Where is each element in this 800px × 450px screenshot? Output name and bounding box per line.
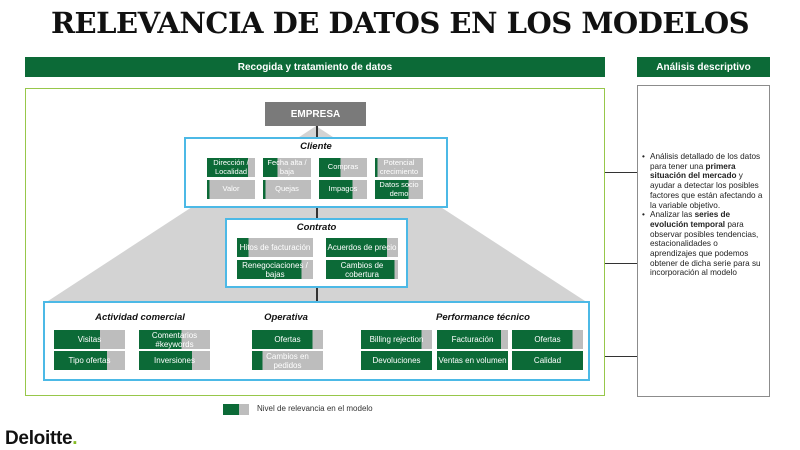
chip-operativa-ofertas: Ofertas xyxy=(252,330,323,349)
connector-empresa-cliente xyxy=(316,126,318,137)
chip-label: Tipo ofertas xyxy=(68,356,111,365)
description-item: Analizar las series de evolución tempora… xyxy=(642,210,765,278)
chip-label: Facturación xyxy=(451,335,494,344)
empresa-label: EMPRESA xyxy=(290,108,341,120)
performance-tecnico-title: Performance técnico xyxy=(436,312,530,323)
description-highlight: series de evolución temporal xyxy=(650,210,731,229)
chip-cambios-cobertura: Cambios de cobertura xyxy=(326,260,398,279)
chip-billing-rejection: Billing rejection xyxy=(361,330,432,349)
chip-label: Ofertas xyxy=(274,335,301,344)
chip-label: Visitas xyxy=(77,335,102,344)
chip-label: Acuerdos de precio xyxy=(327,243,397,252)
relevance-legend-swatch xyxy=(223,404,249,415)
chip-datos-socio-demo: Datos socio demo xyxy=(375,180,423,199)
actividad-comercial-title: Actividad comercial xyxy=(95,312,185,323)
descriptive-analysis-banner: Análisis descriptivo xyxy=(637,57,770,77)
logo-text: Deloitte xyxy=(5,428,73,449)
chip-direccion-localidad: Dirección / Localidad xyxy=(207,158,255,177)
description-text: para observar posibles tendencias, estac… xyxy=(650,219,761,278)
chip-label: Comentarios #keywords xyxy=(151,330,198,349)
relevance-legend-label: Nivel de relevancia en el modelo xyxy=(257,404,373,413)
description-highlight: primera situación del mercado xyxy=(650,161,737,181)
chip-label: Renegociaciones / bajas xyxy=(242,260,308,279)
operativa-title: Operativa xyxy=(264,312,308,323)
chip-visitas: Visitas xyxy=(54,330,125,349)
chip-devoluciones: Devoluciones xyxy=(361,351,432,370)
data-collection-frame xyxy=(25,88,605,396)
chip-label: Fecha alta / baja xyxy=(267,158,307,176)
chip-cambios-pedidos: Cambios en pedidos xyxy=(252,351,323,370)
chip-ventas-volumen: Ventas en volumen xyxy=(437,351,508,370)
description-text: Análisis detallado de los datos para ten… xyxy=(650,152,761,171)
page-title: RELEVANCIA DE DATOS EN LOS MODELOS xyxy=(50,6,750,40)
chip-acuerdos-precio: Acuerdos de precio xyxy=(326,238,398,257)
chip-inversiones: Inversiones xyxy=(139,351,210,370)
chip-comentarios-keywords: Comentarios #keywords xyxy=(139,330,210,349)
chip-label: Cambios en pedidos xyxy=(266,351,309,370)
connector-contrato-description xyxy=(605,263,637,264)
connector-cliente-description xyxy=(605,172,637,173)
chip-renegociaciones-bajas: Renegociaciones / bajas xyxy=(237,260,313,279)
description-text: Analizar las xyxy=(650,210,695,220)
chip-tipo-ofertas: Tipo ofertas xyxy=(54,351,125,370)
chip-label: Potencial crecimiento xyxy=(379,158,419,176)
connector-cliente-contrato xyxy=(316,208,318,218)
chip-label: Inversiones xyxy=(154,356,195,365)
chip-label: Datos socio demo xyxy=(379,180,419,198)
description-list: Análisis detallado de los datos para ten… xyxy=(640,152,765,278)
chip-quejas: Quejas xyxy=(263,180,311,199)
chip-label: Hitos de facturación xyxy=(239,243,311,252)
data-collection-banner: Recogida y tratamiento de datos xyxy=(25,57,605,77)
data-collection-banner-label: Recogida y tratamiento de datos xyxy=(237,61,393,73)
chip-label: Calidad xyxy=(533,356,562,365)
connector-activities-description xyxy=(605,356,637,357)
chip-performance-ofertas: Ofertas xyxy=(512,330,583,349)
chip-label: Impagos xyxy=(328,184,358,194)
descriptive-analysis-banner-label: Análisis descriptivo xyxy=(656,61,751,73)
logo-dot: . xyxy=(72,428,78,449)
chip-label: Devoluciones xyxy=(372,356,421,365)
description-text: y ayudar a detectar los posibles factore… xyxy=(650,171,763,210)
description-item: Análisis detallado de los datos para ten… xyxy=(642,152,765,210)
chip-label: Valor xyxy=(222,184,240,194)
chip-label: Compras xyxy=(327,162,359,172)
chip-label: Ventas en volumen xyxy=(438,356,507,365)
connector-contrato-actividades xyxy=(316,288,318,301)
chip-label: Dirección / Localidad xyxy=(213,158,249,176)
chip-compras: Compras xyxy=(319,158,367,177)
chip-hitos-facturacion: Hitos de facturación xyxy=(237,238,313,257)
chip-facturacion: Facturación xyxy=(437,330,508,349)
chip-impagos: Impagos xyxy=(319,180,367,199)
chip-label: Quejas xyxy=(275,184,299,194)
contrato-title: Contrato xyxy=(296,222,337,233)
description-box xyxy=(637,85,770,397)
deloitte-logo: Deloitte. xyxy=(5,428,78,450)
chip-valor: Valor xyxy=(207,180,255,199)
chip-calidad: Calidad xyxy=(512,351,583,370)
chip-label: Ofertas xyxy=(534,335,561,344)
chip-label: Billing rejection xyxy=(369,335,424,344)
chip-fecha-alta-baja: Fecha alta / baja xyxy=(263,158,311,177)
chip-label: Cambios de cobertura xyxy=(340,260,384,279)
cliente-title: Cliente xyxy=(300,141,332,152)
empresa-node: EMPRESA xyxy=(265,102,366,126)
chip-potencial-crecimiento: Potencial crecimiento xyxy=(375,158,423,177)
